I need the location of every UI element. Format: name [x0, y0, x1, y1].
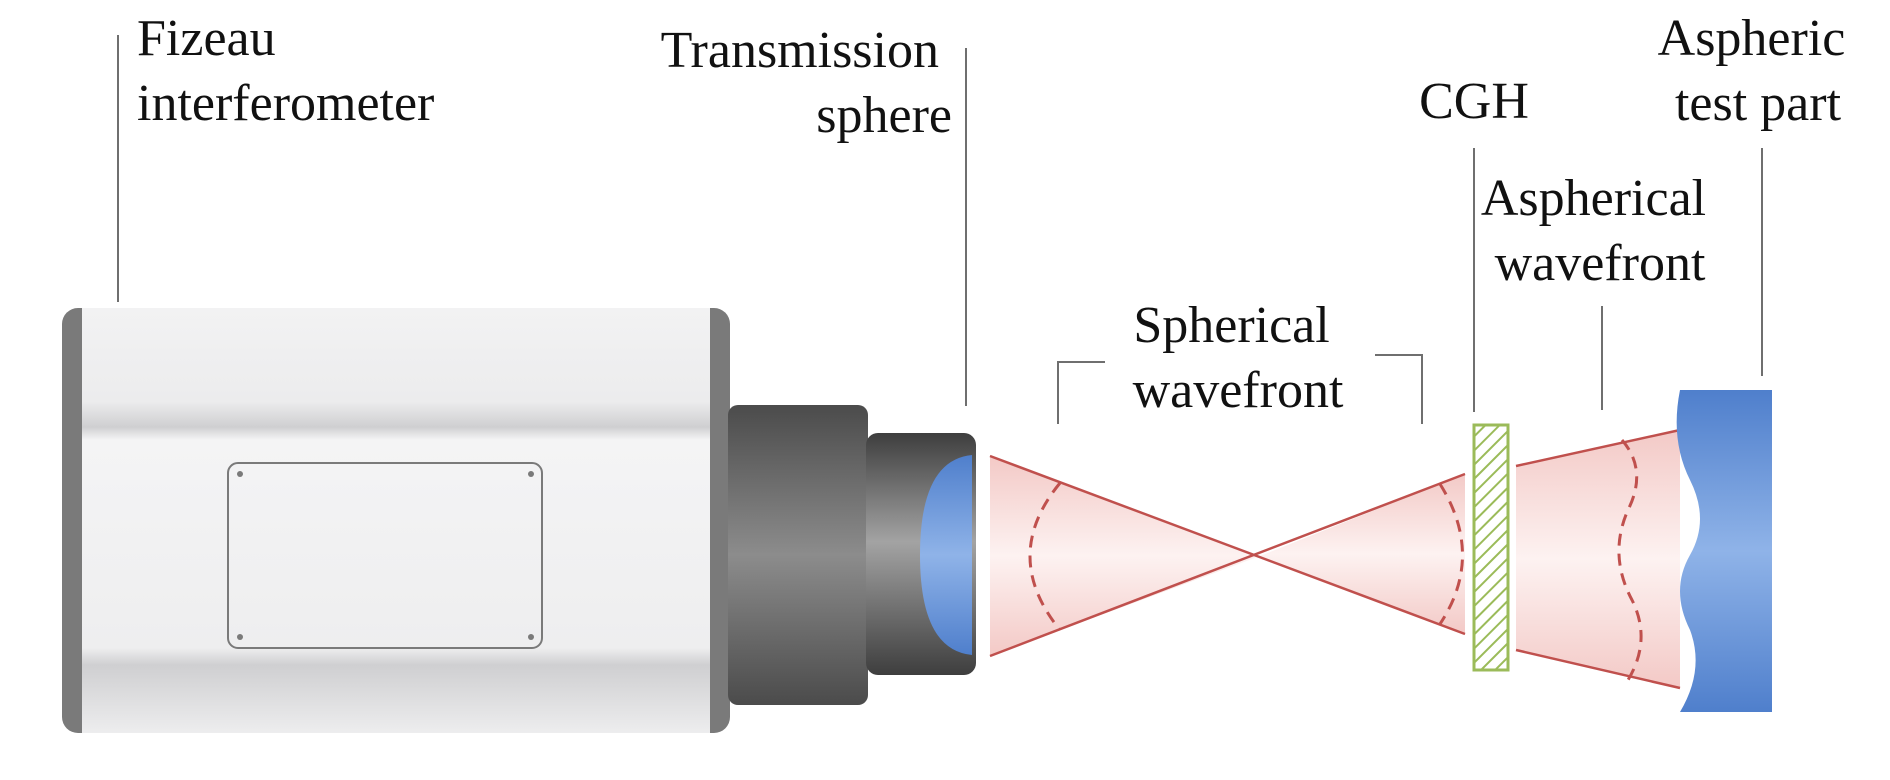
spherical-wavefront-beam	[989, 454, 1466, 658]
label-cgh: CGH	[1419, 73, 1529, 130]
transmission-sphere	[728, 405, 976, 705]
cgh-plate	[1472, 423, 1510, 672]
transmission-lens	[920, 455, 972, 655]
aspheric-test-part	[1676, 390, 1772, 712]
interferometer-panel	[227, 462, 543, 649]
label-aspherical-wavefront: Aspherical wavefront	[1481, 170, 1719, 292]
label-fizeau-interferometer: Fizeau interferometer	[137, 10, 434, 132]
label-aspheric-test-part: Aspheric test part	[1658, 10, 1859, 132]
leader-lines	[117, 35, 1763, 424]
aspherical-wavefront-beam	[1515, 428, 1681, 690]
label-transmission-sphere: Transmission sphere	[661, 22, 952, 144]
label-spherical-wavefront: Spherical wavefront	[1133, 297, 1344, 419]
interferometer-body	[62, 308, 730, 733]
